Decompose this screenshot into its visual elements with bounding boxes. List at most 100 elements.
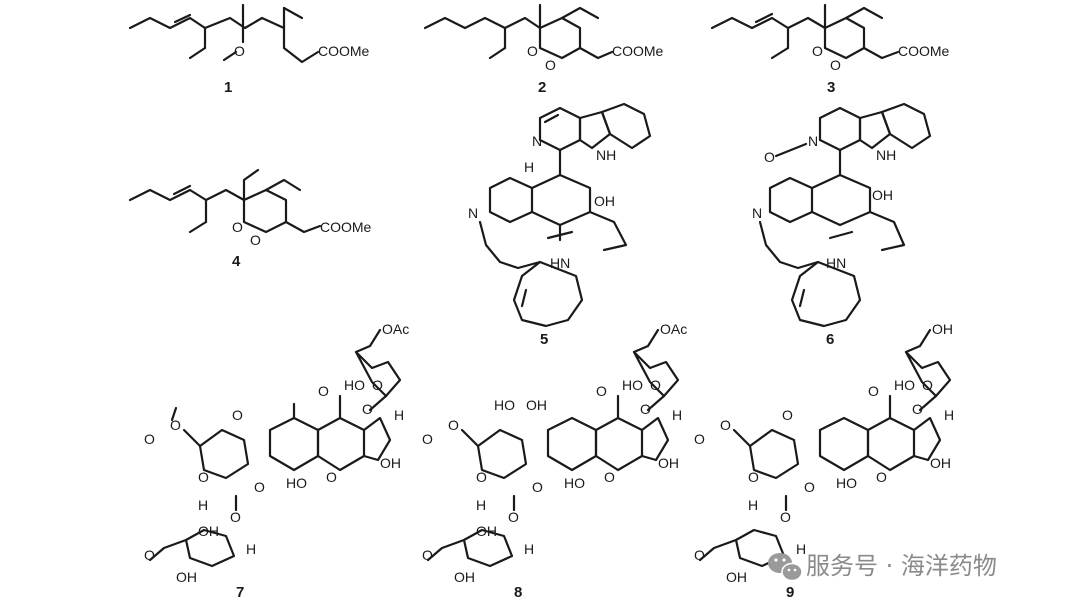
atom-n: N xyxy=(808,133,818,149)
atom-o: O xyxy=(868,383,879,399)
atom-ho: HO xyxy=(622,377,643,393)
atom-o: O xyxy=(527,43,538,59)
ester-label: COOMe xyxy=(320,219,372,235)
compound-8: OAc HO O O H O OH O HO HO OH O O H O O O… xyxy=(422,321,687,601)
atom-n: N xyxy=(752,205,762,221)
compound-number: 1 xyxy=(224,79,232,96)
compound-number: 6 xyxy=(826,331,834,348)
atom-o: O xyxy=(922,377,933,393)
ester-label: COOMe xyxy=(898,43,950,59)
atom-o: O xyxy=(422,431,433,447)
atom-oh: OH xyxy=(526,397,547,413)
atom-h: H xyxy=(524,159,534,175)
atom-o: O xyxy=(640,401,651,417)
atom-o: O xyxy=(782,407,793,423)
compound-number: 4 xyxy=(232,253,241,270)
atom-o: O xyxy=(232,407,243,423)
atom-oh: OH xyxy=(726,569,747,585)
atom-oh: OH xyxy=(930,455,951,471)
compound-number: 2 xyxy=(538,79,546,96)
atom-o: O xyxy=(694,431,705,447)
atom-ho: HO xyxy=(344,377,365,393)
atom-o: O xyxy=(780,509,791,525)
atom-o: O xyxy=(230,509,241,525)
compound-number: 9 xyxy=(786,584,794,601)
atom-o: O xyxy=(545,57,556,73)
atom-h: H xyxy=(944,407,954,423)
compound-number: 8 xyxy=(514,584,522,601)
atom-o: O xyxy=(318,383,329,399)
atom-o: O xyxy=(650,377,661,393)
atom-o: O xyxy=(326,469,337,485)
compound-9: OH HO O O H O OH O HO O O O H O O O H OH… xyxy=(694,321,954,601)
atom-o: O xyxy=(234,43,245,59)
compound-number: 3 xyxy=(827,79,835,96)
wechat-icon xyxy=(768,553,803,582)
atom-h: H xyxy=(476,497,486,513)
atom-o: O xyxy=(250,232,261,248)
atom-oh: OH xyxy=(198,523,219,539)
compound-number: 7 xyxy=(236,584,244,601)
atom-nh: NH xyxy=(596,147,616,163)
watermark: 服务号 · 海洋药物 xyxy=(768,552,997,582)
ester-label: COOMe xyxy=(318,43,370,59)
atom-o: O xyxy=(362,401,373,417)
atom-o: O xyxy=(804,479,815,495)
ester-label: COOMe xyxy=(612,43,664,59)
atom-o: O xyxy=(830,57,841,73)
atom-o: O xyxy=(254,479,265,495)
atom-oh: OH xyxy=(594,193,615,209)
atom-h: H xyxy=(198,497,208,513)
atom-ho: HO xyxy=(836,475,857,491)
atom-o: O xyxy=(508,509,519,525)
compound-number: 5 xyxy=(540,331,548,348)
compound-2: O O COOMe 2 xyxy=(423,3,664,96)
atom-o: O xyxy=(448,417,459,433)
atom-n: N xyxy=(468,205,478,221)
atom-nh: NH xyxy=(876,147,896,163)
atom-o: O xyxy=(596,383,607,399)
atom-hn: HN xyxy=(550,255,570,271)
atom-h: H xyxy=(796,541,806,557)
atom-o: O xyxy=(720,417,731,433)
compound-7: OAc HO O O H O OH O HO O O O H O O O OH … xyxy=(144,321,409,601)
atom-h: H xyxy=(246,541,256,557)
atom-h: H xyxy=(394,407,404,423)
acetate-label: OAc xyxy=(660,321,687,337)
atom-n: N xyxy=(532,133,542,149)
atom-oh: OH xyxy=(476,523,497,539)
atom-o: O xyxy=(372,377,383,393)
atom-o: O xyxy=(144,431,155,447)
atom-oh: OH xyxy=(658,455,679,471)
watermark-text: 服务号 · 海洋药物 xyxy=(806,552,997,580)
atom-o: O xyxy=(694,547,705,563)
atom-o: O xyxy=(748,469,759,485)
atom-o: O xyxy=(476,469,487,485)
acetate-label: OAc xyxy=(382,321,409,337)
atom-ho: HO xyxy=(894,377,915,393)
atom-o: O xyxy=(198,469,209,485)
atom-ho: HO xyxy=(564,475,585,491)
atom-o: O xyxy=(532,479,543,495)
atom-o: O xyxy=(812,43,823,59)
atom-h: H xyxy=(748,497,758,513)
atom-o: O xyxy=(912,401,923,417)
compound-1: O COOMe 1 xyxy=(128,3,370,96)
atom-o: O xyxy=(422,547,433,563)
atom-h: H xyxy=(672,407,682,423)
compound-3: O O COOMe 3 xyxy=(710,3,950,96)
compound-6: N O NH N OH HN 6 xyxy=(752,102,932,348)
atom-oh: OH xyxy=(380,455,401,471)
atom-h: H xyxy=(524,541,534,557)
atom-o: O xyxy=(764,149,775,165)
atom-o: O xyxy=(232,219,243,235)
atom-o: O xyxy=(604,469,615,485)
compound-4: O O COOMe 4 xyxy=(128,168,372,270)
atom-oh: OH xyxy=(872,187,893,203)
atom-ho: HO xyxy=(494,397,515,413)
atom-oh: OH xyxy=(932,321,953,337)
atom-ho: HO xyxy=(286,475,307,491)
compound-5: N NH N H OH HN 5 xyxy=(468,102,652,348)
